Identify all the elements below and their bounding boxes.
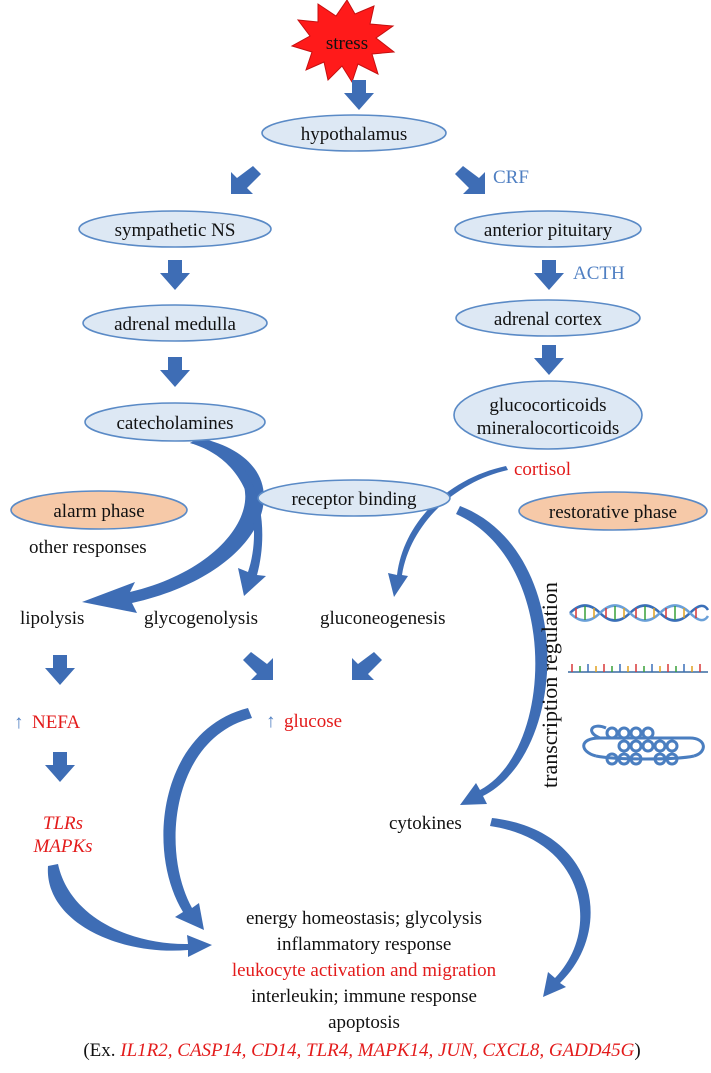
dna-helix-icon — [569, 604, 710, 622]
sympathetic-ns-label: sympathetic NS — [115, 220, 236, 241]
alarm-phase-label: alarm phase — [53, 501, 144, 522]
glucocorticoids-label: glucocorticoids — [489, 395, 606, 416]
glucocorticoids-node — [453, 380, 643, 450]
hypothalamus-node — [261, 114, 447, 152]
curve-catecholamines-lipolysis — [82, 438, 264, 613]
curve-cytokines-outcomes — [490, 818, 591, 997]
receptor-binding-node — [257, 479, 451, 517]
arrow-stress-hypothalamus — [344, 80, 374, 110]
receptor-binding-label: receptor binding — [291, 489, 417, 510]
example-genes-line: (Ex. IL1R2, CASP14, CD14, TLR4, MAPK14, … — [83, 1040, 640, 1061]
nefa-up-arrow-icon: ↑ — [14, 712, 24, 733]
sympathetic-ns-node — [78, 210, 272, 248]
arrow-hypothalamus-sympathetic — [231, 166, 261, 194]
arrow-lipolysis-nefa — [45, 655, 75, 685]
restorative-phase-node — [518, 491, 708, 531]
stress-starburst — [290, 0, 396, 84]
arrow-glycogenolysis-glucose — [243, 652, 273, 680]
curve-catecholamines-glycogenolysis — [190, 438, 266, 596]
outcome-inflammatory-response: inflammatory response — [277, 934, 452, 955]
arrow-sympathetic-medulla — [160, 260, 190, 290]
mapks-label: MAPKs — [32, 836, 92, 857]
outcome-leukocyte-activation: leukocyte activation and migration — [232, 960, 497, 981]
transcription-regulation-label: transcription regulation — [537, 582, 562, 788]
example-suffix: ) — [634, 1040, 640, 1061]
crf-label: CRF — [493, 167, 529, 188]
tlrs-label: TLRs — [43, 813, 83, 834]
arrow-pituitary-cortex — [534, 260, 564, 290]
adrenal-cortex-node — [455, 299, 641, 337]
curve-cortisol-gluconeogenesis — [388, 466, 508, 597]
arrow-cortex-glucocorticoids — [534, 345, 564, 375]
catecholamines-label: catecholamines — [116, 413, 233, 434]
outcome-immune-response: interleukin; immune response — [251, 986, 477, 1007]
cortisol-label: cortisol — [514, 459, 571, 480]
arrow-hypothalamus-pituitary — [455, 166, 485, 194]
curve-tlrs-outcomes — [47, 864, 212, 957]
arrow-gluconeogenesis-glucose — [352, 652, 382, 680]
gluconeogenesis-label: gluconeogenesis — [320, 608, 446, 629]
lipolysis-label: lipolysis — [20, 608, 84, 629]
adrenal-cortex-label: adrenal cortex — [494, 309, 603, 330]
arrow-nefa-tlrs — [45, 752, 75, 782]
adrenal-medulla-label: adrenal medulla — [114, 314, 236, 335]
adrenal-medulla-node — [82, 304, 268, 342]
alarm-phase-node — [10, 490, 188, 530]
outcome-apoptosis: apoptosis — [328, 1012, 400, 1033]
glycogenolysis-label: glycogenolysis — [144, 608, 258, 629]
catecholamines-node — [84, 402, 266, 442]
anterior-pituitary-node — [454, 210, 642, 248]
stress-label: stress — [326, 33, 368, 54]
mineralocorticoids-label: mineralocorticoids — [477, 418, 619, 439]
restorative-phase-label: restorative phase — [549, 502, 677, 523]
curve-glucose-outcomes — [163, 708, 252, 930]
nefa-label: NEFA — [32, 712, 80, 733]
dna-strand-icon — [568, 664, 708, 673]
example-prefix: (Ex. — [83, 1040, 120, 1061]
glucose-label: glucose — [284, 711, 342, 732]
arrow-medulla-catecholamines — [160, 357, 190, 387]
other-responses-label: other responses — [29, 537, 147, 558]
cytokines-label: cytokines — [389, 813, 462, 834]
curve-receptor-cytokines — [456, 506, 548, 805]
glucose-up-arrow-icon: ↑ — [266, 711, 276, 732]
acth-label: ACTH — [573, 263, 625, 284]
outcome-energy-homeostasis: energy homeostasis; glycolysis — [246, 908, 482, 929]
chromatin-icon — [582, 724, 705, 766]
anterior-pituitary-label: anterior pituitary — [484, 220, 613, 241]
example-genes: IL1R2, CASP14, CD14, TLR4, MAPK14, JUN, … — [119, 1040, 634, 1061]
hypothalamus-label: hypothalamus — [301, 124, 408, 145]
